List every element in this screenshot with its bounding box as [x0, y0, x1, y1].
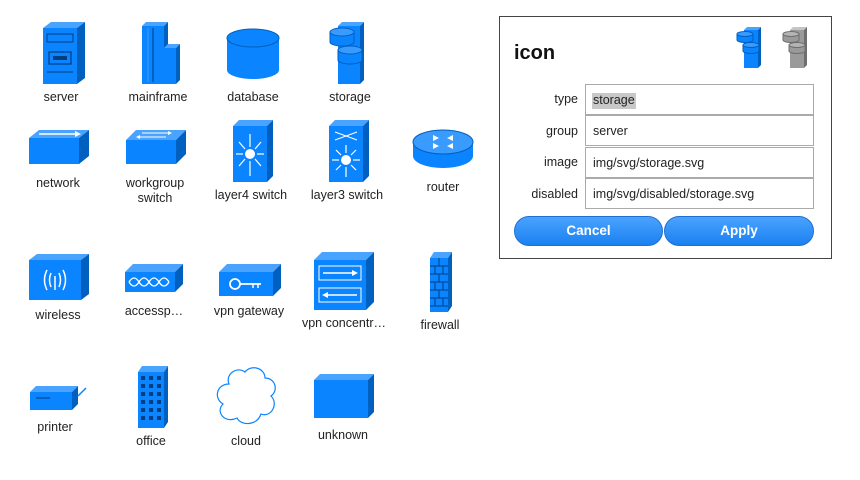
icon-vpn-gateway[interactable]: vpn gateway [201, 256, 297, 319]
icon-label: office [136, 434, 166, 448]
icon-database[interactable]: database [205, 18, 301, 105]
router-icon [412, 129, 474, 168]
icon-label: storage [329, 90, 371, 104]
icon-label: layer3 switch [310, 188, 384, 202]
icon-label: wireless [35, 308, 81, 322]
group-field[interactable] [585, 115, 814, 146]
icon-printer[interactable]: printer [7, 376, 103, 435]
icon-label: vpn gateway [213, 304, 285, 318]
type-field[interactable] [585, 84, 814, 115]
icon-server[interactable]: server [13, 18, 109, 105]
type-label: type [554, 92, 578, 106]
icon-storage[interactable]: storage [302, 18, 398, 105]
icon-firewall[interactable]: firewall [392, 248, 488, 333]
icon-mainframe[interactable]: mainframe [110, 18, 206, 105]
cloud-icon [216, 367, 276, 425]
layer4-switch-icon [233, 120, 273, 182]
server-icon [43, 22, 85, 84]
disabled-field[interactable] [585, 178, 814, 209]
mainframe-icon [142, 22, 180, 84]
image-label: image [543, 155, 578, 169]
icon-vpn-concentrator[interactable]: vpn concentr… [296, 250, 392, 331]
icon-label: accessp… [124, 304, 184, 318]
image-field[interactable] [585, 147, 814, 178]
icon-label: firewall [420, 318, 460, 332]
icon-cloud[interactable]: cloud [198, 364, 294, 449]
icon-label: workgroup switch [125, 176, 185, 205]
icon-label: vpn concentr… [301, 316, 387, 330]
icon-router[interactable]: router [395, 122, 491, 195]
accesspoint-icon [125, 264, 183, 292]
vpn-gateway-icon [219, 264, 281, 296]
firewall-icon [430, 252, 452, 312]
workgroup-switch-icon [126, 130, 186, 164]
icon-workgroup-switch[interactable]: workgroup switch [107, 122, 203, 206]
icon-label: unknown [317, 428, 369, 442]
icon-unknown[interactable]: unknown [295, 370, 391, 443]
icon-label: network [36, 176, 80, 190]
icon-label: database [227, 90, 279, 104]
disabled-label: disabled [531, 187, 578, 201]
storage-disabled-preview-icon [782, 27, 807, 68]
icon-label: mainframe [128, 90, 188, 104]
vpn-concentrator-icon [314, 252, 374, 310]
network-icon [29, 130, 89, 164]
icon-label: server [43, 90, 79, 104]
layer3-switch-icon [329, 120, 369, 182]
icon-label: router [426, 180, 460, 194]
cancel-button[interactable]: Cancel [514, 216, 663, 246]
icon-accesspoint[interactable]: accessp… [106, 256, 202, 319]
office-icon [138, 366, 168, 428]
database-icon [226, 28, 280, 79]
icon-label: printer [37, 420, 73, 434]
icon-label: layer4 switch [214, 188, 288, 202]
wireless-icon [29, 254, 89, 300]
icon-layer3-switch[interactable]: layer3 switch [299, 118, 395, 203]
storage-preview-icon [736, 27, 761, 68]
apply-button[interactable]: Apply [664, 216, 814, 246]
icon-properties-dialog: icon type group image disabled Cancel Ap… [499, 16, 832, 259]
dialog-title: icon [514, 42, 556, 64]
printer-icon [30, 386, 87, 410]
icon-layer4-switch[interactable]: layer4 switch [203, 118, 299, 203]
group-label: group [546, 124, 578, 138]
icon-office[interactable]: office [103, 364, 199, 449]
unknown-icon [314, 374, 374, 418]
icon-network[interactable]: network [10, 122, 106, 191]
icon-wireless[interactable]: wireless [10, 250, 106, 323]
icon-label: cloud [231, 434, 261, 448]
storage-icon [329, 22, 364, 84]
